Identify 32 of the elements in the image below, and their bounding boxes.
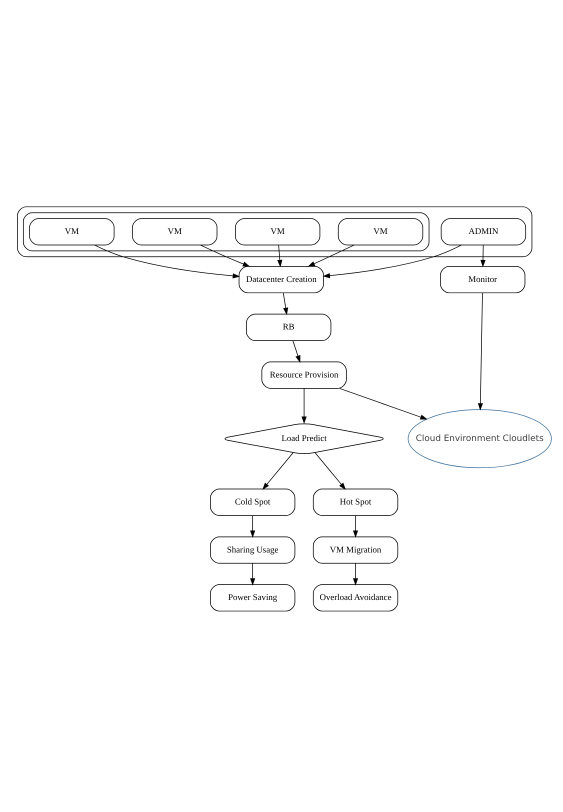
node-box: ADMIN [440, 218, 526, 246]
node-box: Resource Provision [261, 362, 347, 389]
node-box: Sharing Usage [210, 536, 296, 564]
arrow [352, 515, 358, 538]
node-box: VM [132, 218, 218, 246]
arrow [302, 388, 307, 424]
cluster [17, 206, 532, 258]
node-box: Power Saving [210, 584, 296, 612]
arrow [480, 244, 486, 268]
arrow [352, 563, 358, 586]
node-box: Datacenter Creation [238, 266, 324, 294]
arrow [478, 292, 483, 411]
node-box: Cold Spot [210, 488, 296, 516]
node-box: VM [235, 218, 320, 246]
node-box: VM [338, 218, 424, 246]
arrow [314, 452, 346, 490]
arrow [277, 244, 282, 268]
node-box: RB [246, 314, 332, 341]
node-box: Monitor [440, 266, 526, 294]
arrow [250, 563, 256, 586]
node-box: VM Migration [312, 536, 398, 564]
arrow [262, 452, 294, 490]
arrow [339, 388, 428, 420]
arrow [282, 292, 288, 316]
arrow [250, 515, 256, 538]
node-box: Hot Spot [312, 488, 398, 516]
node-ellipse: Cloud Environment Cloudlets [408, 409, 552, 468]
cluster [22, 212, 430, 252]
node-box: Overload Avoidance [312, 584, 398, 612]
arrow [292, 340, 300, 363]
arrow [322, 244, 462, 278]
node-box: VM [29, 218, 114, 246]
